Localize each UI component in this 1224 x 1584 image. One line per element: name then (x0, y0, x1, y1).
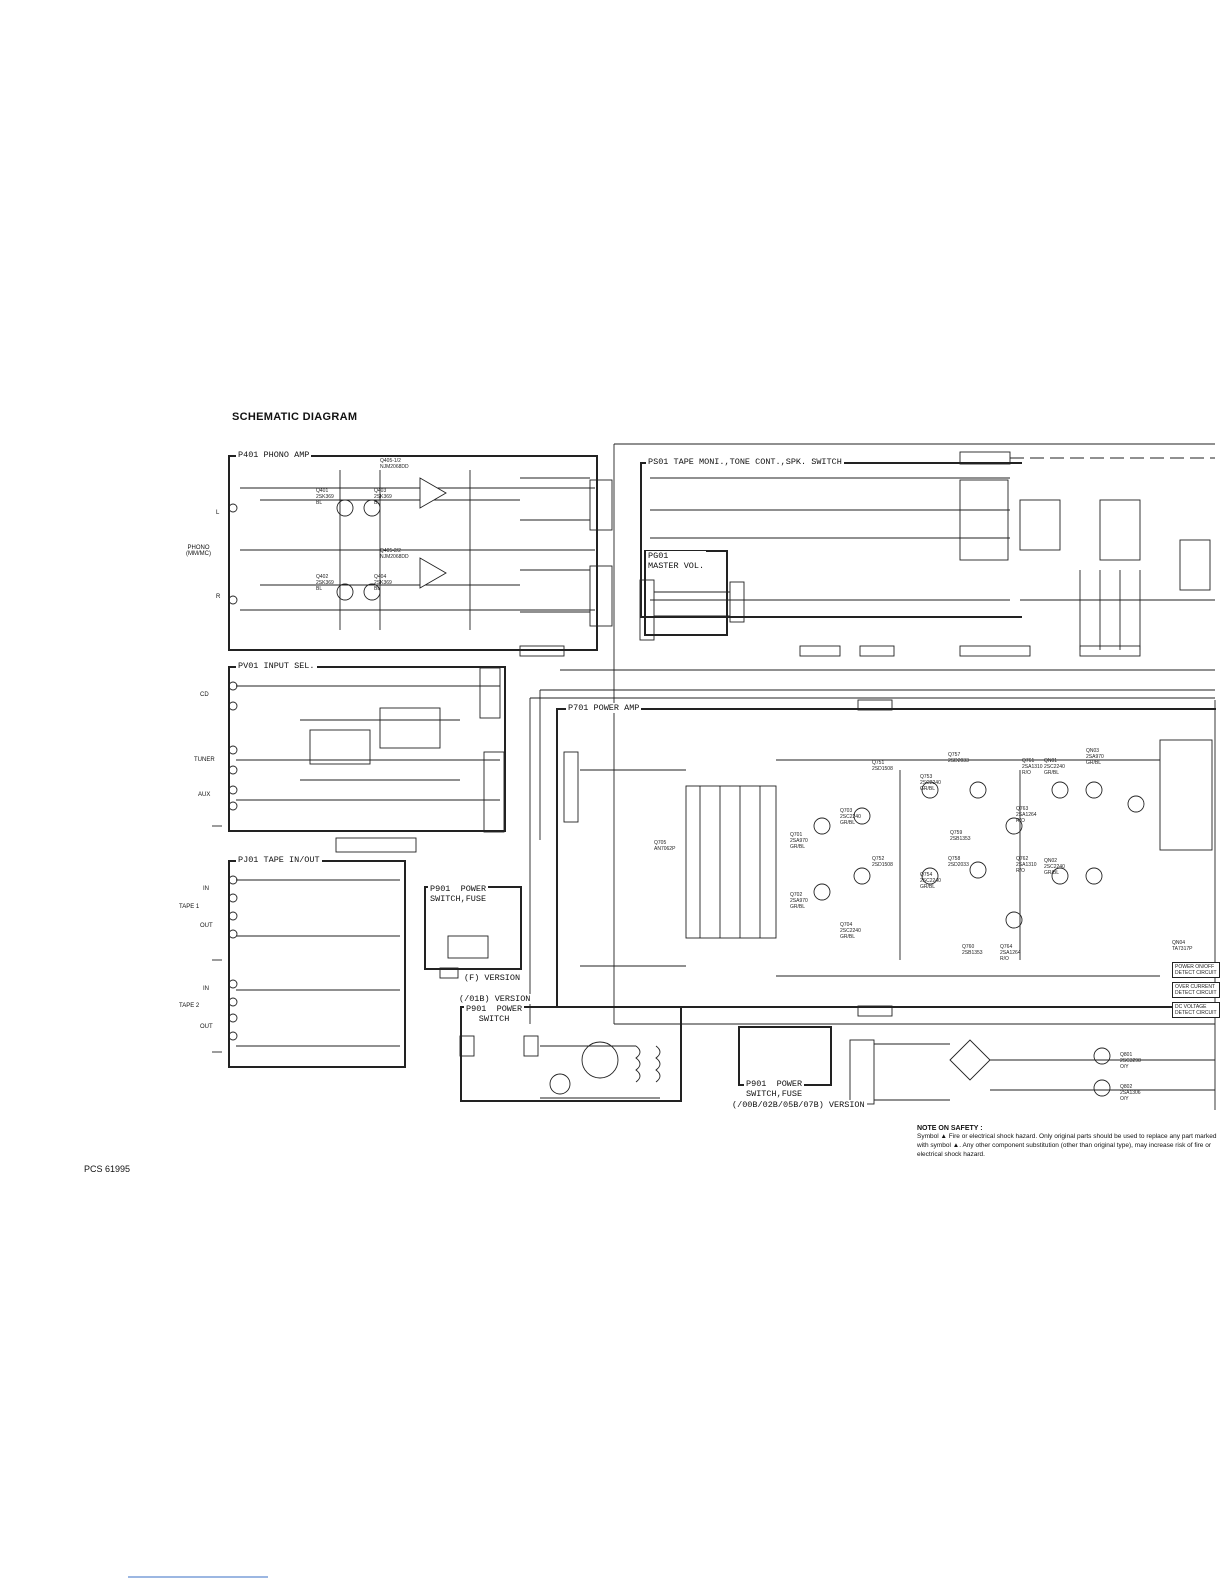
label-q801: Q801 2SC3298 O/Y (1120, 1052, 1141, 1070)
label-q754: Q754 2SC2240 GR/BL (920, 872, 941, 890)
document-code: PCS 61995 (84, 1164, 131, 1174)
input-phono-label: PHONO (MM/MC) (186, 545, 211, 557)
label-q402: Q402 2SK369 BL (316, 574, 334, 592)
block-power-switch-01b-label: P901 POWER SWITCH (464, 1004, 525, 1024)
input-tape2-in: IN (203, 986, 209, 992)
block-phono-amp-label: P401 PHONO AMP (236, 450, 312, 460)
label-q703: Q703 2SC2240 GR/BL (840, 808, 861, 826)
protection-dc-voltage: DC VOLTAGE DETECT CIRCUIT (1172, 1002, 1220, 1018)
safety-note: NOTE ON SAFETY : Symbol ▲ Fire or electr… (917, 1124, 1217, 1160)
label-q761: Q761 2SA1310 R/O (1022, 758, 1043, 776)
block-tape-inout-label: PJ01 TAPE IN/OUT (236, 855, 322, 865)
label-q405-1: Q405-1/2 NJM2068DD (380, 458, 409, 470)
input-tuner-label: TUNER (194, 757, 215, 763)
label-q757: Q757 2SD2033 (948, 752, 969, 764)
protection-power-on-off: POWER ON/OFF DETECT CIRCUIT (1172, 962, 1220, 978)
block-tape-moni-label: PS01 TAPE MONI.,TONE CONT.,SPK. SWITCH (646, 457, 844, 467)
label-q704: Q704 2SC2240 GR/BL (840, 922, 861, 940)
safety-note-heading: NOTE ON SAFETY : (917, 1125, 983, 1132)
label-q759: Q759 2SB1353 (950, 830, 971, 842)
label-q760: Q760 2SB1353 (962, 944, 983, 956)
input-tape2-label: TAPE 2 (179, 1003, 200, 1009)
block-power-switch-01b (460, 1006, 682, 1102)
input-aux-label: AUX (198, 792, 211, 798)
block-tape-inout (228, 860, 406, 1068)
input-phono-r: R (216, 594, 221, 600)
label-q403: Q403 2SK369 BL (374, 488, 392, 506)
label-q702: Q702 2SA970 GR/BL (790, 892, 808, 910)
input-cd-label: CD (200, 692, 209, 698)
block-input-sel (228, 666, 506, 832)
label-q764: Q764 2SA1264 R/O (1000, 944, 1021, 962)
safety-note-text: Symbol ▲ Fire or electrical shock hazard… (917, 1133, 1217, 1158)
label-q701: Q701 2SA970 GR/BL (790, 832, 808, 850)
protection-over-current: OVER CURRENT DETECT CIRCUIT (1172, 982, 1220, 998)
label-q705: Q705 AN7062P (654, 840, 676, 852)
block-power-amp (556, 708, 1216, 1008)
label-q753: Q753 2SC2240 GR/BL (920, 774, 941, 792)
block-power-switch-00b-label: P901 POWER SWITCH,FUSE (744, 1079, 805, 1099)
label-q752: Q752 2SD1508 (872, 856, 893, 868)
input-tape2-out: OUT (200, 1024, 213, 1030)
input-tape1-in: IN (203, 886, 209, 892)
label-qn01: QN01 2SC2240 GR/BL (1044, 758, 1065, 776)
input-tape1-label: TAPE 1 (179, 904, 200, 910)
block-master-vol-label: PG01 MASTER VOL. (646, 551, 707, 571)
label-q802: Q802 2SA1306 O/Y (1120, 1084, 1141, 1102)
block-power-amp-label: P701 POWER AMP (566, 703, 642, 713)
block-phono-amp (228, 455, 598, 651)
block-power-switch-f-label: P901 POWER SWITCH,FUSE (428, 884, 489, 904)
label-q401: Q401 2SK369 BL (316, 488, 334, 506)
version-f-label: (F) VERSION (462, 973, 523, 983)
label-q758: Q758 2SD2033 (948, 856, 969, 868)
label-q762: Q762 2SA1310 R/O (1016, 856, 1037, 874)
block-input-sel-label: PV01 INPUT SEL. (236, 661, 317, 671)
input-tape1-out: OUT (200, 923, 213, 929)
page-title: SCHEMATIC DIAGRAM (232, 411, 358, 423)
label-qn02: QN02 2SC2240 GR/BL (1044, 858, 1065, 876)
label-q751: Q751 2SD1508 (872, 760, 893, 772)
input-phono-l: L (216, 510, 220, 516)
version-01b-label: (/01B) VERSION (457, 994, 533, 1004)
label-q763: Q763 2SA1264 R/O (1016, 806, 1037, 824)
version-00b-label: (/00B/02B/05B/07B) VERSION (730, 1100, 867, 1110)
label-q404: Q404 2SK369 BL (374, 574, 392, 592)
label-qn04: QN04 TA7317P (1172, 940, 1193, 952)
label-q405-2: Q405-2/2 NJM2068DD (380, 548, 409, 560)
block-power-switch-00b (738, 1026, 832, 1086)
label-qn03: QN03 2SA970 GR/BL (1086, 748, 1104, 766)
